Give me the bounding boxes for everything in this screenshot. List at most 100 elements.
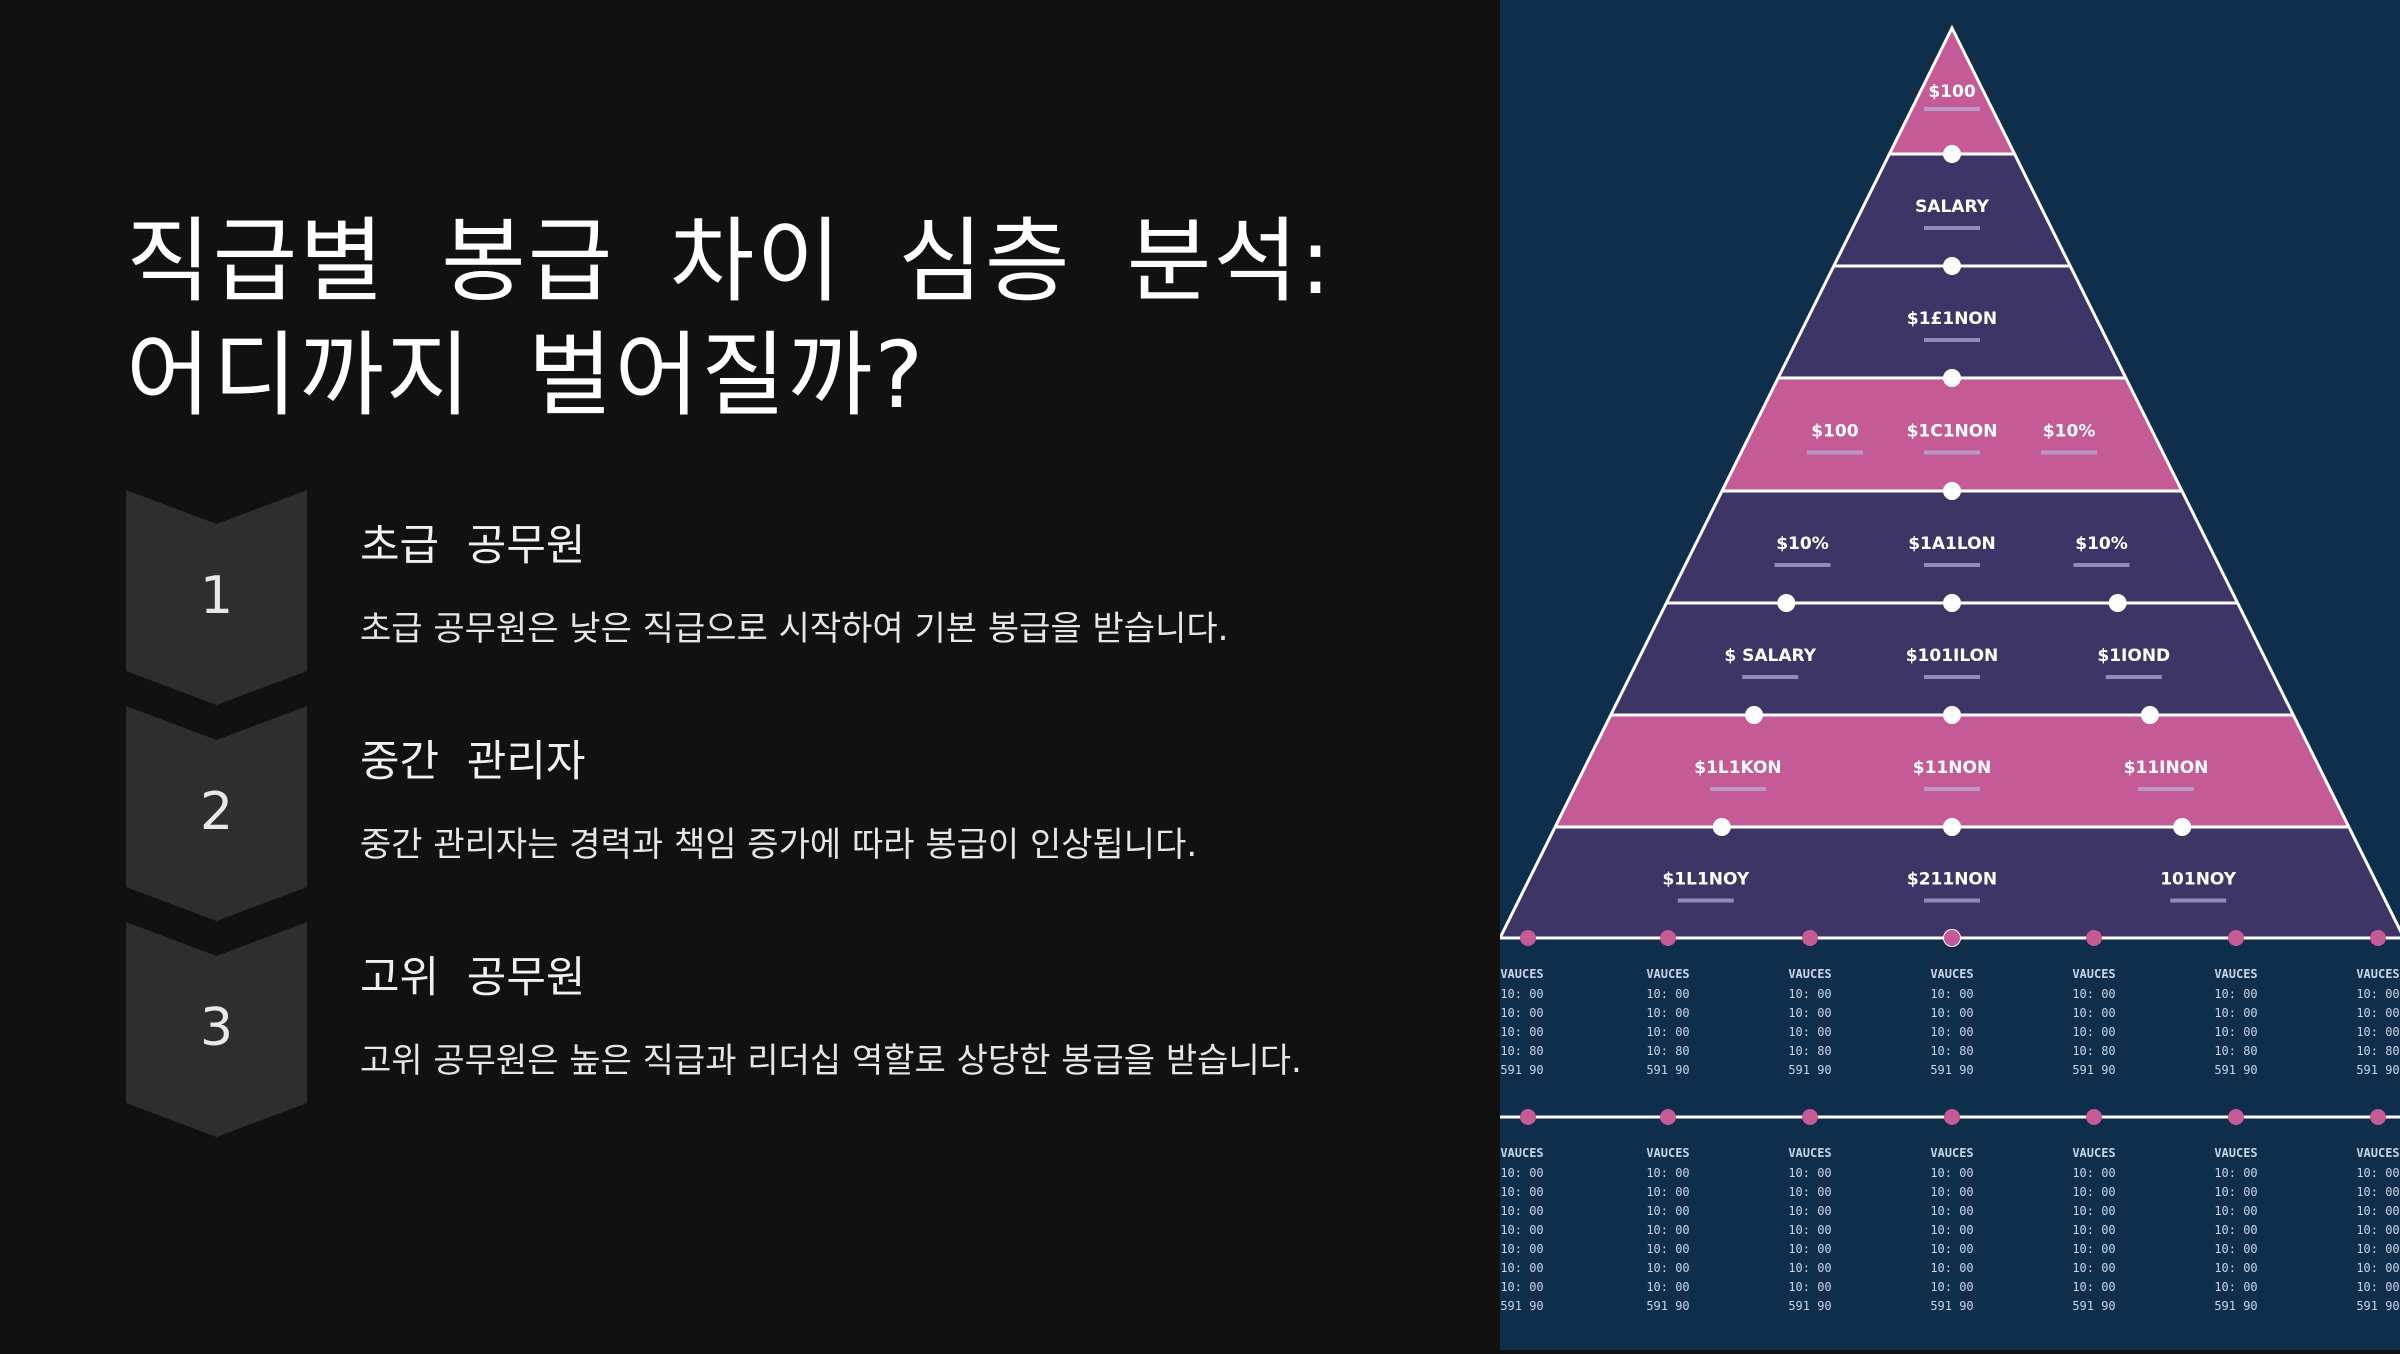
table-dot: [1520, 1109, 1536, 1125]
table-dot: [2370, 930, 2386, 946]
table-value: 10: 00: [1788, 1261, 1831, 1275]
table-value: 10: 00: [1930, 1280, 1973, 1294]
table-header: VAUCES: [2356, 1146, 2399, 1160]
table-dot: [1802, 930, 1818, 946]
table-value: 10: 00: [2356, 1006, 2399, 1020]
table-value: 10: 00: [2072, 987, 2115, 1001]
table-value: 591 90: [1788, 1063, 1831, 1077]
table-value: 10: 00: [2214, 1261, 2257, 1275]
table-value: 10: 00: [1646, 1166, 1689, 1180]
table-value: 10: 00: [1646, 1025, 1689, 1039]
table-value: 591 90: [1930, 1063, 1973, 1077]
band-label: $211NON: [1907, 870, 1997, 890]
pyramid-band: [1500, 827, 2400, 938]
table-value: 10: 00: [2214, 1185, 2257, 1199]
table-header: VAUCES: [1930, 1146, 1973, 1160]
table-value: 591 90: [1500, 1063, 1543, 1077]
band-sublabel-text: [1924, 675, 1980, 679]
pyramid-band: [1833, 154, 2071, 266]
table-value: 10: 00: [1930, 1006, 1973, 1020]
table-header: VAUCES: [1646, 1146, 1689, 1160]
table-value: 10: 00: [1646, 1280, 1689, 1294]
table-value: 10: 00: [1788, 1223, 1831, 1237]
table-value: 591 90: [2072, 1063, 2115, 1077]
band-label: $1L1NOY: [1662, 870, 1749, 890]
band-sublabel-text: [2041, 450, 2098, 455]
band-label: SALARY: [1915, 197, 1990, 217]
table-value: 10: 80: [1788, 1044, 1831, 1058]
table-value: 10: 00: [1500, 1166, 1543, 1180]
table-dot: [1802, 1109, 1818, 1125]
table-value: 10: 00: [1646, 1006, 1689, 1020]
table-value: 10: 00: [2356, 1025, 2399, 1039]
band-sublabel-text: [1677, 898, 1734, 903]
table-value: 10: 00: [2356, 1166, 2399, 1180]
table-value: 10: 00: [1788, 1025, 1831, 1039]
table-value: 10: 00: [2072, 1261, 2115, 1275]
table-value: 10: 00: [1930, 1204, 1973, 1218]
chevron-badge: [126, 922, 307, 1137]
table-dot: [1944, 930, 1960, 946]
separator-dot: [1777, 594, 1796, 612]
table-value: 10: 00: [2072, 1242, 2115, 1256]
table-value: 591 90: [2072, 1299, 2115, 1313]
separator-dot: [1943, 482, 1961, 500]
table-value: 10: 00: [2214, 1280, 2257, 1294]
table-header: VAUCES: [1500, 967, 1543, 981]
table-value: 10: 00: [1788, 1280, 1831, 1294]
table-value: 591 90: [1930, 1299, 1973, 1313]
table-value: 10: 00: [1500, 1242, 1543, 1256]
band-sublabel-text: [1924, 226, 1980, 230]
band-label: $11NON: [1913, 758, 1991, 778]
table-dot: [1944, 1109, 1960, 1125]
band-label: $101ILON: [1906, 646, 1999, 666]
table-value: 10: 00: [2356, 1204, 2399, 1218]
table-value: 591 90: [1646, 1063, 1689, 1077]
pyramid-band: [1722, 378, 2182, 491]
step-title: 초급 공무원: [360, 521, 586, 571]
table-value: 10: 80: [1930, 1044, 1973, 1058]
table-dot: [2370, 1109, 2386, 1125]
band-label: $1IOND: [2097, 646, 2170, 666]
separator-dot: [1943, 257, 1961, 275]
separator-dot: [2173, 818, 2192, 836]
table-value: 10: 00: [2214, 1166, 2257, 1180]
table-value: 10: 00: [1500, 1185, 1543, 1199]
separator-dot: [2140, 706, 2159, 724]
table-value: 10: 00: [1788, 1185, 1831, 1199]
table-value: 10: 00: [2214, 1242, 2257, 1256]
table-value: 10: 00: [1646, 1261, 1689, 1275]
table-value: 10: 00: [1500, 1006, 1543, 1020]
separator-dot: [1943, 594, 1961, 612]
table-value: 10: 00: [1930, 987, 1973, 1001]
band-sublabel-text: [1806, 450, 1863, 455]
table-value: 591 90: [1788, 1299, 1831, 1313]
table-value: 10: 80: [1500, 1044, 1543, 1058]
table-value: 10: 00: [1788, 1242, 1831, 1256]
table-value: 10: 00: [2356, 1185, 2399, 1199]
band-sublabel-text: [1924, 450, 1980, 455]
table-value: 10: 00: [1788, 1204, 1831, 1218]
table-value: 10: 00: [2214, 1204, 2257, 1218]
table-value: 10: 00: [1646, 987, 1689, 1001]
table-value: 10: 00: [1788, 1006, 1831, 1020]
table-value: 10: 00: [1930, 1261, 1973, 1275]
step-item: 1 초급 공무원 초급 공무원은 낮은 직급으로 시작하여 기본 봉급을 받습니…: [126, 490, 1426, 705]
table-value: 10: 00: [2072, 1166, 2115, 1180]
table-value: 10: 00: [1646, 1242, 1689, 1256]
table-dot: [1660, 1109, 1676, 1125]
table-value: 10: 00: [1930, 1166, 1973, 1180]
step-description: 초급 공무원은 낮은 직급으로 시작하여 기본 봉급을 받습니다.: [360, 609, 1229, 649]
title-line-2: 어디까지 벌어질까?: [126, 322, 926, 429]
table-value: 10: 80: [1646, 1044, 1689, 1058]
band-label: $1L1KON: [1694, 758, 1781, 778]
table-value: 10: 00: [1788, 987, 1831, 1001]
table-dot: [1660, 930, 1676, 946]
table-value: 10: 00: [1500, 987, 1543, 1001]
band-label: $ SALARY: [1724, 646, 1816, 666]
table-value: 10: 00: [1500, 1025, 1543, 1039]
band-label: $10%: [2043, 422, 2096, 442]
step-title: 고위 공무원: [360, 953, 586, 1003]
table-value: 591 90: [1646, 1299, 1689, 1313]
